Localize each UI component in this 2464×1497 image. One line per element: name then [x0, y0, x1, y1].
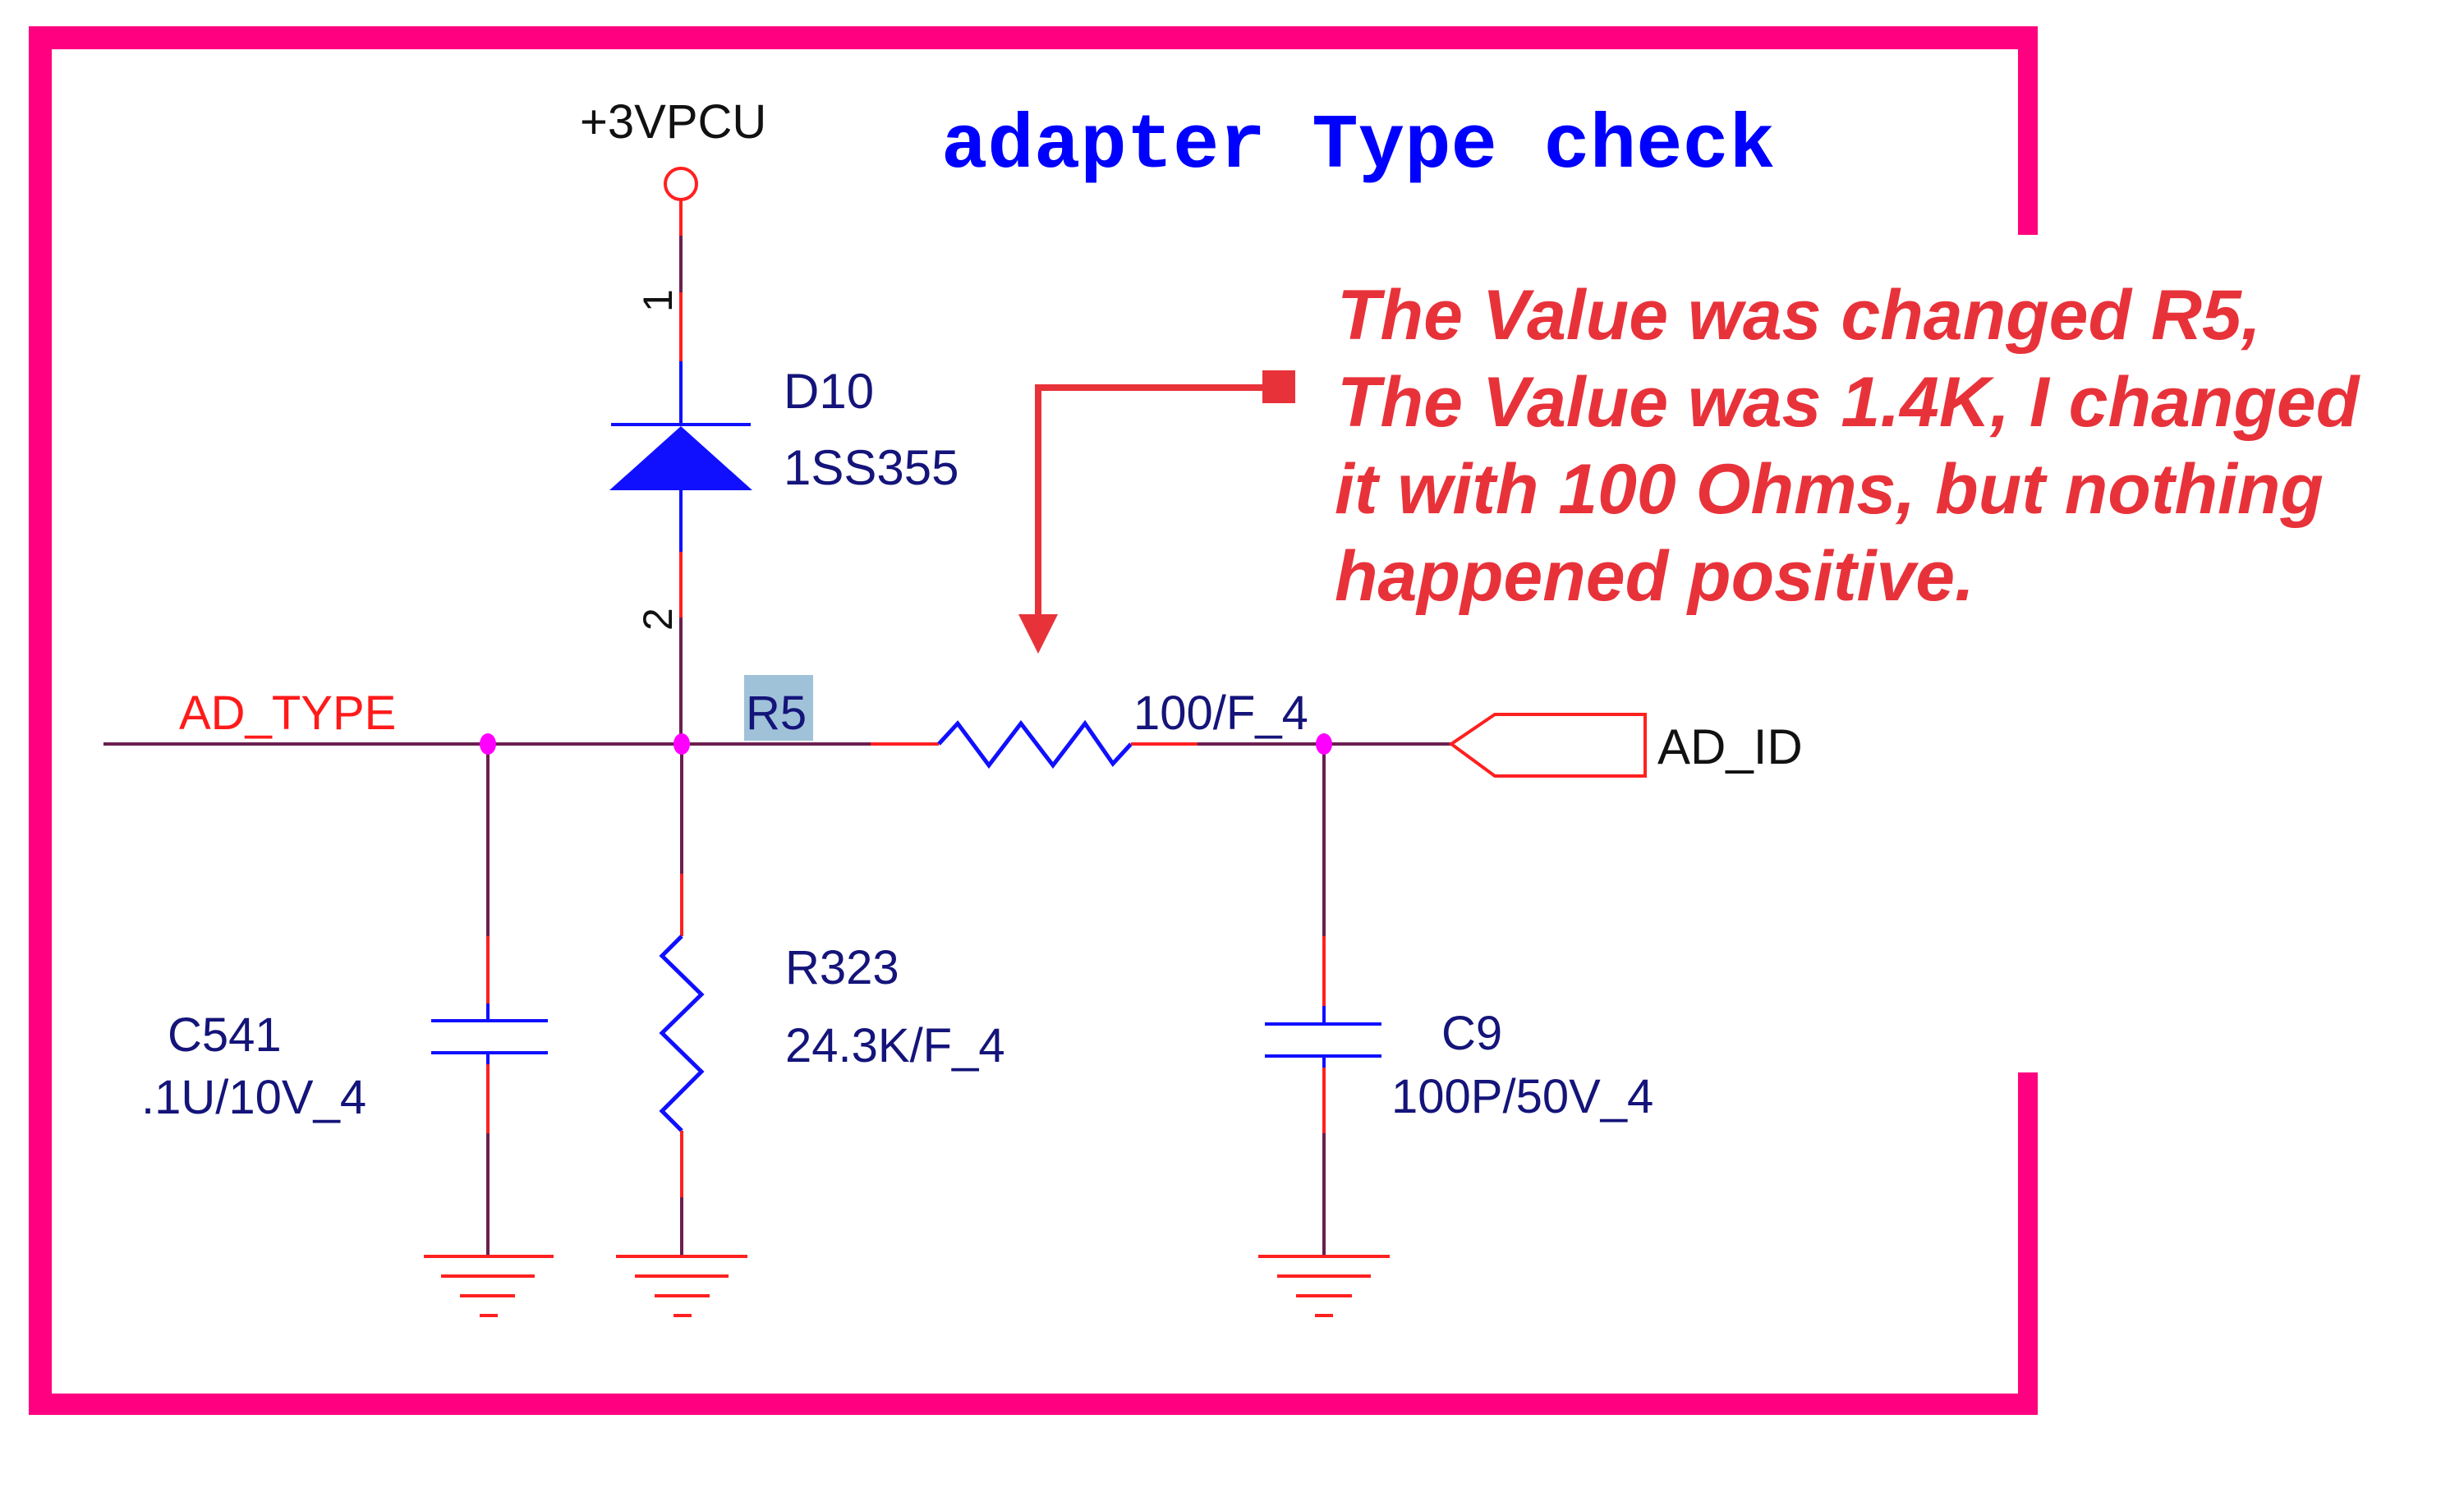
r5-highlight — [744, 675, 813, 741]
diagram-title: adapter Type check — [941, 103, 1775, 191]
diode-pin2-number: 2 — [635, 608, 681, 631]
c9-ref: C9 — [1441, 1007, 1502, 1060]
annotation-line-2: The Value was 1.4K, I changed — [1337, 363, 2361, 442]
r323-value: 24.3K/F_4 — [785, 1019, 1005, 1072]
net-label-ad-id: AD_ID — [1657, 719, 1803, 774]
frame-right-lower — [2018, 1072, 2038, 1415]
frame-top — [29, 26, 2038, 49]
r323-ref: R323 — [785, 941, 899, 994]
diode-pin1-number: 1 — [635, 289, 681, 312]
r323-resistor-icon[interactable] — [659, 934, 705, 1132]
r5-resistor-icon[interactable] — [937, 719, 1133, 769]
power-rail-terminal-icon — [664, 167, 698, 201]
junction-dot — [480, 733, 496, 755]
ground-icon-r323 — [616, 1255, 747, 1317]
annotation-line-1: The Value was changed R5, — [1337, 276, 2261, 355]
junction-dot — [1316, 733, 1332, 755]
diode-d10 — [609, 361, 752, 552]
annotation-line-4: happened positive. — [1335, 537, 1974, 616]
c541-ref: C541 — [168, 1008, 282, 1062]
diode-ref: D10 — [784, 364, 874, 419]
ground-icon-c541 — [424, 1255, 554, 1317]
r5-value: 100/F_4 — [1133, 687, 1308, 740]
diode-value: 1SS355 — [784, 440, 959, 495]
c541-value: .1U/10V_4 — [141, 1071, 366, 1124]
annotation-leader-arrow-icon — [1018, 370, 1295, 654]
ground-icon-c9 — [1258, 1255, 1390, 1317]
frame-left — [29, 26, 52, 1415]
ad-id-port-icon — [1448, 713, 1647, 778]
frame-bottom — [29, 1394, 2038, 1415]
net-label-ad-type: AD_TYPE — [179, 687, 396, 740]
highlight-frame — [29, 26, 2038, 1415]
annotation-line-3: it with 100 Ohms, but nothing — [1335, 450, 2324, 529]
diode-triangle-icon — [609, 426, 752, 490]
junction-dot — [673, 733, 690, 755]
r5-ref[interactable]: R5 — [746, 687, 807, 740]
frame-right-upper — [2018, 26, 2038, 235]
power-rail-label: +3VPCU — [580, 95, 766, 149]
c9-value: 100P/50V_4 — [1391, 1070, 1653, 1123]
